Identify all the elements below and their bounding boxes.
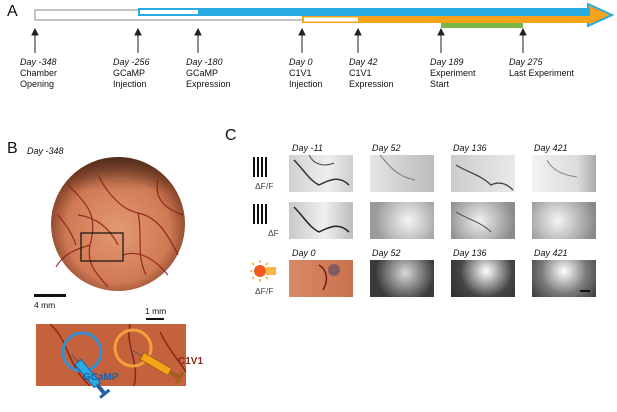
c-tile-r1-c1 — [289, 155, 353, 192]
row2-label: ΔF — [268, 228, 279, 238]
c-tile-r1-c3 — [451, 155, 515, 192]
panel-b-day-label: Day -348 — [27, 146, 64, 156]
cranial-window-image — [51, 157, 185, 291]
event-day: Day 189 — [430, 57, 464, 67]
panel-letter-a: A — [7, 3, 18, 20]
event-line: Injection — [113, 79, 147, 89]
event-line: Injection — [289, 79, 323, 89]
c-tile-r1-c2 — [370, 155, 434, 192]
c-row1-day-4: Day 421 — [534, 143, 568, 153]
event-c1v1-expression: Day 42 C1V1 Expression — [349, 57, 394, 90]
event-day: Day 42 — [349, 57, 378, 67]
event-c1v1-injection: Day 0 C1V1 Injection — [289, 57, 323, 90]
c1v1-bar — [302, 16, 590, 23]
event-line: C1V1 — [289, 68, 312, 78]
c-row1-day-2: Day 52 — [372, 143, 401, 153]
c-row3-day-1: Day 0 — [292, 248, 316, 258]
gcamp-bar — [138, 8, 590, 16]
tile-scale-bar — [580, 290, 590, 292]
c1v1-label: C1V1 — [178, 356, 204, 367]
c-tile-r1-c4 — [532, 155, 596, 192]
event-day: Day 0 — [289, 57, 313, 67]
experiment-bar — [441, 23, 523, 28]
event-line: GCaMP — [113, 68, 146, 78]
timeline-arrowhead — [587, 2, 615, 28]
event-day: Day -348 — [20, 57, 57, 67]
c-tile-r3-c1 — [289, 260, 353, 297]
scale-bar-1mm-label: 1 mm — [145, 306, 167, 316]
event-line: Last Experiment — [509, 68, 575, 78]
grating-stimulus-icon — [253, 157, 267, 177]
event-experiment-start: Day 189 Experiment Start — [430, 57, 476, 90]
event-day: Day -256 — [113, 57, 150, 67]
panel-letter-c: C — [225, 127, 237, 144]
grating-stimulus-icon — [253, 204, 267, 224]
timeline-graphic — [31, 2, 615, 53]
event-line: C1V1 — [349, 68, 372, 78]
row1-label: ΔF/F — [255, 181, 274, 191]
c1v1-syringe-icon — [133, 350, 184, 384]
c-tile-r2-c1 — [289, 202, 353, 239]
scale-bar-4mm-label: 4 mm — [34, 300, 56, 310]
c-tile-r2-c4 — [532, 202, 596, 239]
event-gcamp-expression: Day -180 GCaMP Expression — [186, 57, 231, 90]
event-line: GCaMP — [186, 68, 219, 78]
row3-label: ΔF/F — [255, 286, 274, 296]
event-last-experiment: Day 275 Last Experiment — [509, 57, 574, 79]
event-gcamp-injection: Day -256 GCaMP Injection — [113, 57, 150, 90]
event-line: Chamber — [20, 68, 58, 78]
c-tile-r3-c2 — [370, 260, 434, 297]
c-tile-r2-c2 — [370, 202, 434, 239]
event-day: Day 275 — [509, 57, 543, 67]
event-line: Opening — [20, 79, 55, 89]
event-line: Experiment — [430, 68, 476, 78]
c1v1-injection-site — [113, 328, 153, 368]
event-line: Start — [430, 79, 450, 89]
c-tile-r2-c3 — [451, 202, 515, 239]
optogenetic-light-icon — [250, 260, 276, 282]
event-line: Expression — [349, 79, 394, 89]
scale-bar-4mm — [34, 294, 66, 297]
c-row1-day-1: Day -11 — [292, 143, 323, 153]
panel-letter-b: B — [7, 140, 18, 157]
scale-bar-1mm — [146, 318, 164, 320]
event-day: Day -180 — [186, 57, 223, 67]
gcamp-label: GCaMP — [83, 372, 119, 383]
gcamp-syringe-icon — [71, 354, 111, 399]
injection-diagram — [36, 323, 187, 399]
c1v1-injection-gap — [304, 17, 358, 22]
c-row3-day-2: Day 52 — [372, 248, 401, 258]
c-row1-day-3: Day 136 — [453, 143, 487, 153]
c-row3-day-3: Day 136 — [453, 248, 487, 258]
c-row3-day-4: Day 421 — [534, 248, 568, 258]
c-tile-r3-c4 — [532, 260, 596, 297]
c-tile-r3-c3 — [451, 260, 515, 297]
event-chamber-opening: Day -348 Chamber Opening — [20, 57, 57, 90]
gcamp-injection-gap — [140, 10, 198, 14]
event-line: Expression — [186, 79, 231, 89]
roi-box — [80, 232, 124, 262]
blood-vessels — [55, 174, 184, 288]
